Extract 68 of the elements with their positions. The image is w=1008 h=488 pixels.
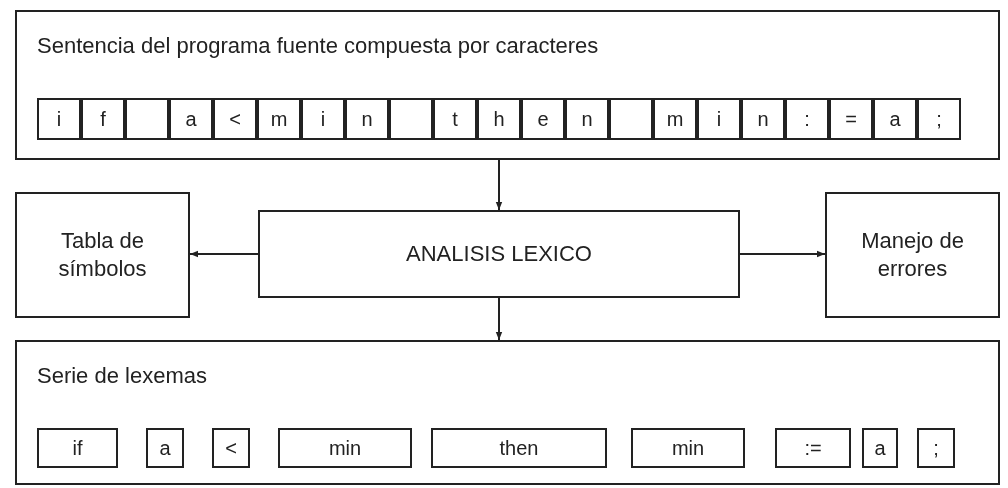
symbol-text: a [889,107,901,132]
symbol-text: : [804,107,810,132]
arrow [189,250,259,258]
token-box [212,428,250,468]
symbol-text: m [270,107,288,132]
symbol-text: a [159,436,171,461]
symbol-text: min [671,436,705,461]
symbol-text: then [499,436,539,461]
process-box [825,192,1000,318]
character-cell [257,98,301,140]
symbol-text: := [804,436,822,461]
symbol-text: m [666,107,684,132]
symbol-text: h [493,107,505,132]
character-cell [37,98,81,140]
symbol-text: i [56,107,62,132]
character-cell [829,98,873,140]
symbol-text: a [185,107,197,132]
character-cell [213,98,257,140]
symbol-text: n [581,107,593,132]
character-cell [345,98,389,140]
panel-heading: Sentencia del programa fuente compuesta por caracteres [37,33,599,58]
arrow [739,250,826,258]
character-cell [741,98,785,140]
token-box [862,428,898,468]
symbol-text: f [100,107,106,132]
character-cell [873,98,917,140]
character-cell [433,98,477,140]
box-label: ANALISIS LEXICO [406,240,592,268]
panel [15,340,1000,485]
symbol-text: min [328,436,362,461]
symbol-text: if [72,436,83,461]
box-label: Manejo de errores [860,227,965,283]
token-box [146,428,184,468]
symbol-text: < [229,107,241,132]
symbol-text: ; [936,107,942,132]
arrow [495,297,503,341]
token-box [278,428,412,468]
character-cell [169,98,213,140]
character-cell [521,98,565,140]
symbol-text: t [452,107,458,132]
character-cell [301,98,345,140]
character-cell [917,98,961,140]
panel [15,10,1000,160]
character-cell [477,98,521,140]
arrow [495,159,503,211]
panel-heading: Serie de lexemas [37,363,207,388]
character-cell [81,98,125,140]
symbol-text: n [361,107,373,132]
character-cell [653,98,697,140]
process-box [258,210,740,298]
symbol-text: e [537,107,549,132]
character-cell [565,98,609,140]
symbol-text: n [757,107,769,132]
symbol-text: i [716,107,722,132]
symbol-text: = [845,107,857,132]
box-label: Tabla de símbolos [57,227,148,283]
token-box [631,428,745,468]
character-cell [785,98,829,140]
token-box [917,428,955,468]
symbol-text: a [874,436,886,461]
character-cell [697,98,741,140]
token-box [37,428,118,468]
token-box [431,428,607,468]
symbol-text: < [225,436,237,461]
symbol-text: i [320,107,326,132]
process-box [15,192,190,318]
symbol-text: ; [933,436,939,461]
token-box [775,428,851,468]
